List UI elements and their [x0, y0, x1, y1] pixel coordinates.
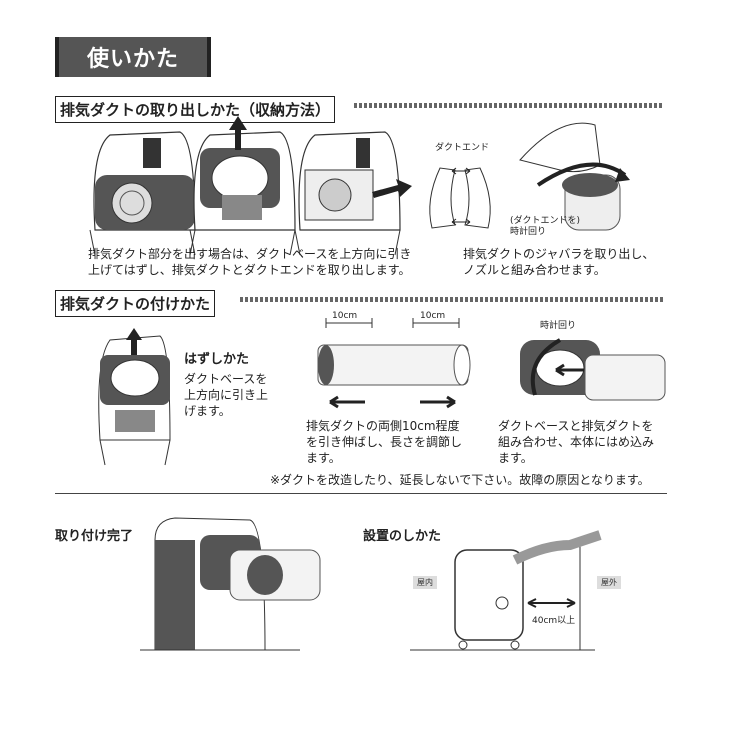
- rotate-label-1: (ダクトエンドを): [510, 216, 581, 226]
- extend-text-1: 排気ダクトの両側10cm程度: [306, 419, 460, 433]
- section1-desc-left-2: 上げてはずし、排気ダクトとダクトエンドを取り出します。: [88, 263, 411, 277]
- remove-text-1: ダクトベースを: [184, 372, 268, 386]
- attach-duct-illustration: [520, 338, 666, 401]
- distance-label: 40cm以上: [532, 616, 576, 626]
- unit-illustration-3: [294, 131, 412, 256]
- attach-text-2: 組み合わせ、本体にはめ込み: [498, 435, 655, 449]
- clockwise-label: 時計回り: [540, 321, 577, 331]
- unit-illustration-2: [189, 116, 296, 256]
- page-title-text: 使いかた: [86, 47, 179, 72]
- duct-end-label: ダクトエンド: [435, 143, 490, 153]
- unit-illustration-1: [89, 131, 196, 256]
- complete-title: 取り付け完了: [55, 529, 134, 544]
- duct-end-illustration: [429, 167, 491, 229]
- install-title: 設置のしかた: [363, 529, 442, 544]
- section1-desc-left-1: 排気ダクト部分を出す場合は、ダクトベースを上方向に引き: [88, 247, 412, 261]
- attach-text-3: ます。: [498, 451, 533, 465]
- remove-text-2: 上方向に引き上: [184, 388, 269, 402]
- dimension-lines: [325, 318, 460, 328]
- remove-text-3: げます。: [184, 404, 231, 418]
- section1-heading: 排気ダクトの取り出しかた（収納方法）: [55, 96, 336, 123]
- extend-text-2: を引き伸ばし、長さを調節し: [306, 435, 463, 449]
- section2-hatch-divider: [240, 297, 665, 302]
- dimension-right-label: 10cm: [420, 311, 446, 321]
- page-title: 使いかた: [55, 37, 211, 77]
- rotate-label-2: 時計回り: [510, 227, 547, 237]
- attach-text-1: ダクトベースと排気ダクトを: [498, 419, 654, 433]
- warning-text: ※ダクトを改造したり、延長しないで下さい。故障の原因となります。: [270, 473, 650, 487]
- removal-unit-illustration: [98, 328, 171, 466]
- section2-heading: 排気ダクトの付けかた: [55, 290, 216, 317]
- section1-hatch-divider: [354, 103, 662, 108]
- remove-title: はずしかた: [184, 352, 250, 367]
- extended-duct-illustration: [317, 344, 471, 409]
- indoor-tag: 屋内: [413, 576, 437, 589]
- section-divider: [55, 493, 667, 494]
- section1-desc-right-2: ノズルと組み合わせます。: [463, 263, 606, 277]
- section1-desc-right-1: 排気ダクトのジャバラを取り出し、: [463, 247, 655, 261]
- extend-text-3: ます。: [306, 451, 341, 465]
- install-diagram-illustration: [410, 530, 602, 651]
- complete-unit-illustration: [140, 517, 321, 651]
- outdoor-tag: 屋外: [597, 576, 621, 589]
- nozzle-bellows-illustration: [519, 122, 630, 231]
- dimension-left-label: 10cm: [332, 311, 358, 321]
